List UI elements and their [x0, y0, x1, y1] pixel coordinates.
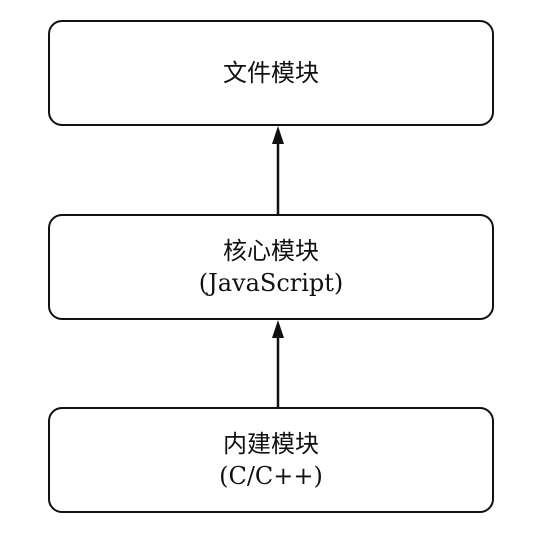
node-builtin-module-subtitle: (C/C++) — [219, 462, 323, 490]
edge-core-to-file-arrowhead — [272, 126, 284, 144]
edge-core-to-file — [272, 126, 284, 214]
node-core-module-subtitle: (JavaScript) — [198, 269, 344, 297]
node-builtin-module: 内建模块 (C/C++) — [48, 407, 494, 513]
edge-builtin-to-core — [272, 320, 284, 407]
node-file-module-title: 文件模块 — [223, 58, 319, 87]
node-file-module: 文件模块 — [48, 20, 494, 126]
edge-builtin-to-core-arrowhead — [272, 320, 284, 338]
node-builtin-module-title: 内建模块 — [223, 429, 319, 458]
node-core-module: 核心模块 (JavaScript) — [48, 214, 494, 320]
node-core-module-title: 核心模块 — [223, 236, 319, 265]
